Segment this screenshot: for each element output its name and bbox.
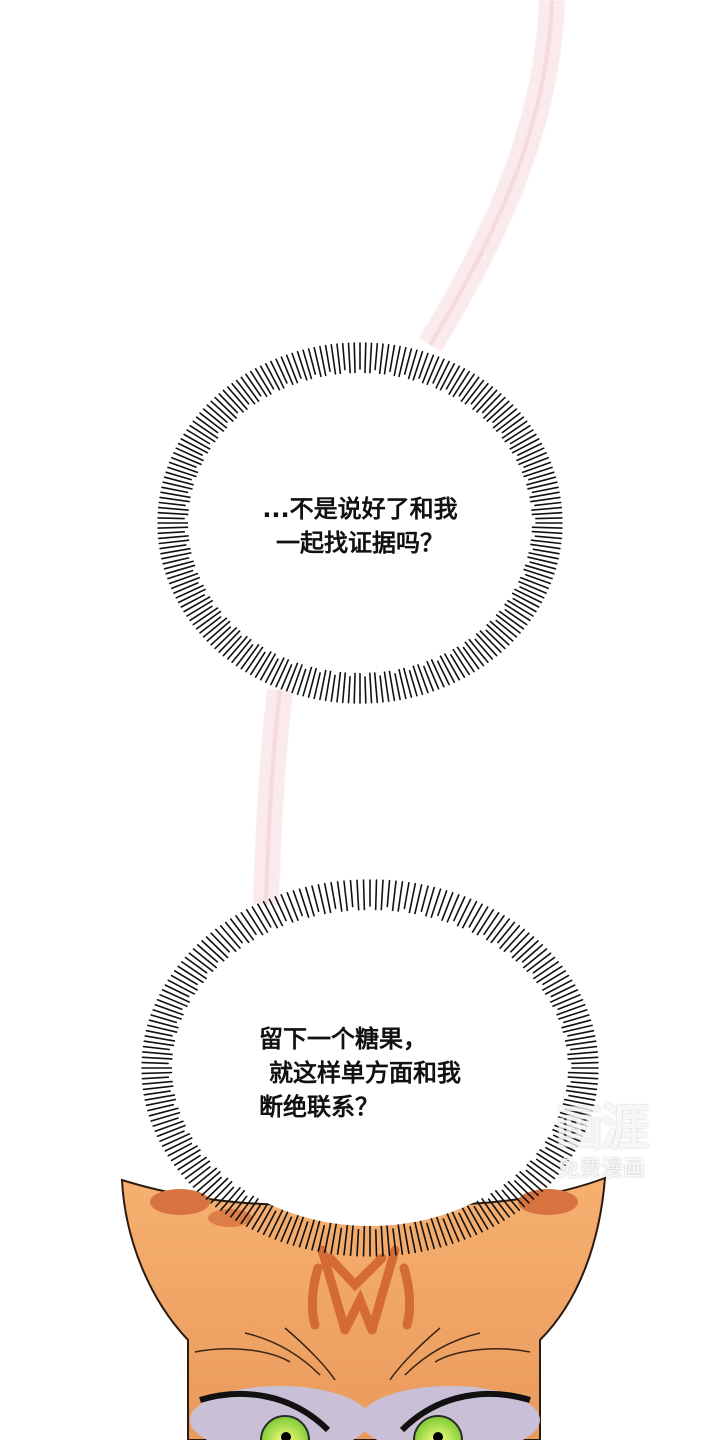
watermark-logo: 画涯 (554, 1100, 649, 1156)
left-eye (260, 1415, 310, 1440)
bubble-2-line-2: 就这样单方面和我 (269, 1059, 461, 1087)
bubble-2-line-1: 留下一个糖果， (259, 1025, 427, 1053)
bubble-1-line-2: 一起找证据吗？ (276, 529, 444, 557)
speech-bubble-2 (141, 879, 599, 1257)
watermark: 画涯 免费漫画 (536, 1100, 666, 1184)
speech-bubble-1 (157, 342, 563, 704)
speech-bubble-1-text: ...不是说好了和我 一起找证据吗？ (210, 492, 510, 560)
right-eye (413, 1415, 463, 1440)
watermark-subtitle: 免费漫画 (556, 1157, 645, 1182)
bubble-1-line-1: ...不是说好了和我 (262, 495, 458, 523)
bubble-2-line-3: 断绝联系？ (259, 1093, 379, 1121)
forehead-marking (307, 1245, 415, 1335)
speech-bubble-2-text: 留下一个糖果， 就这样单方面和我 断绝联系？ (215, 1022, 515, 1124)
